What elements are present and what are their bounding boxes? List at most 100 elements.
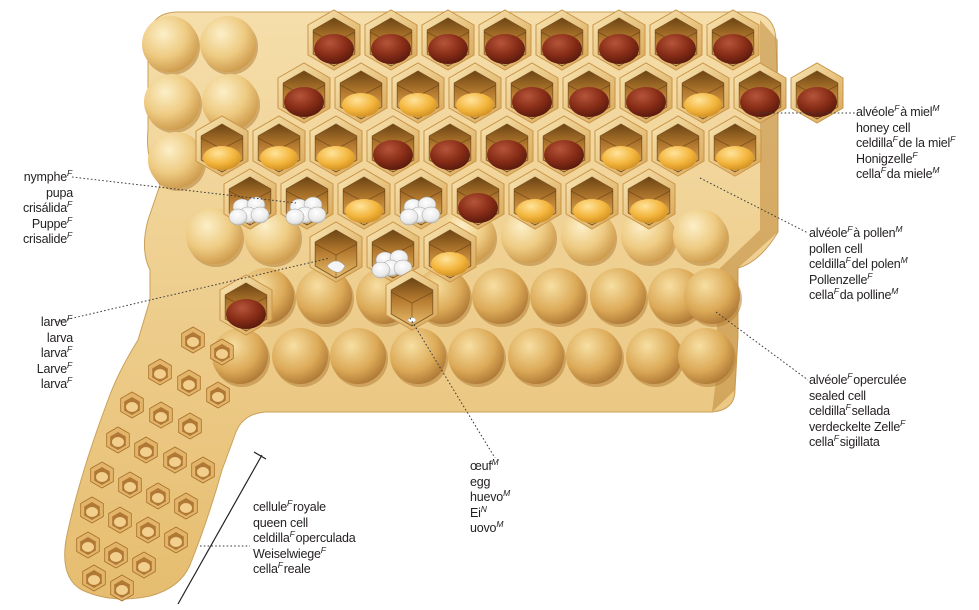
gender-mark: F — [67, 199, 72, 209]
gender-mark: F — [846, 255, 851, 265]
label-term: cella — [809, 435, 834, 449]
honey-fill — [284, 87, 324, 117]
label-pollen-cell: alvéoleFà pollenMpollen cellceldillaFdel… — [809, 226, 908, 304]
gender-mark: F — [847, 224, 852, 234]
gender-mark: F — [893, 134, 898, 144]
honey-fill — [544, 140, 584, 170]
sealed-cell — [472, 268, 528, 324]
honey-fill — [226, 299, 266, 329]
gender-mark: M — [492, 457, 499, 467]
gender-mark: M — [895, 224, 902, 234]
sealed-cell — [142, 16, 198, 72]
label-line: crisálidaF — [23, 201, 73, 217]
label-term: egg — [470, 475, 490, 489]
honey-fill — [485, 34, 525, 64]
label-term: larva — [41, 346, 67, 360]
gender-mark: M — [932, 165, 939, 175]
pollen-fill — [716, 146, 754, 170]
pollen-fill — [573, 199, 611, 223]
gender-mark: F — [834, 286, 839, 296]
gender-mark: F — [67, 344, 72, 354]
honey-fill — [512, 87, 552, 117]
gender-mark: F — [900, 418, 905, 428]
label-line: celdillaFde la mielF — [856, 136, 956, 152]
label-term-rest: del polen — [852, 257, 901, 271]
label-term: pupa — [46, 186, 73, 200]
gender-mark: F — [290, 529, 295, 539]
label-line: alvéoleFà pollenM — [809, 226, 908, 242]
label-line: pupa — [23, 186, 73, 202]
label-term: œuf — [470, 459, 492, 473]
label-line: œufM — [470, 459, 511, 475]
label-term: Puppe — [32, 217, 67, 231]
label-term: Weiselwiege — [253, 547, 321, 561]
pollen-fill — [342, 93, 380, 117]
label-line: EiN — [470, 506, 511, 522]
label-line: uovoM — [470, 521, 511, 537]
pollen-fill — [345, 199, 383, 223]
gender-mark: F — [846, 402, 851, 412]
honey-fill — [713, 34, 753, 64]
sealed-cell — [673, 209, 727, 263]
label-term-rest: à miel — [900, 105, 932, 119]
label-line: PuppeF — [23, 217, 73, 233]
honey-fill — [314, 34, 354, 64]
label-term: larva — [41, 377, 67, 391]
sealed-cell — [272, 328, 328, 384]
honey-fill — [599, 34, 639, 64]
label-line: verdeckelte ZelleF — [809, 420, 906, 436]
sealed-cell — [684, 268, 740, 324]
label-term: celdilla — [809, 257, 846, 271]
label-line: nympheF — [23, 170, 73, 186]
honey-fill — [656, 34, 696, 64]
label-term-rest: da miele — [887, 167, 933, 181]
label-line: cellaFreale — [253, 562, 355, 578]
pollen-fill — [659, 146, 697, 170]
label-line: celdillaFoperculada — [253, 531, 355, 547]
label-line: celdillaFsellada — [809, 404, 906, 420]
label-term: cella — [809, 288, 834, 302]
honey-fill — [569, 87, 609, 117]
gender-mark: F — [67, 230, 72, 240]
label-term-rest: da polline — [840, 288, 892, 302]
gender-mark: F — [881, 165, 886, 175]
gender-mark: F — [847, 371, 852, 381]
label-term-rest: sigillata — [840, 435, 880, 449]
label-line: celluleFroyale — [253, 500, 355, 516]
label-line: pollen cell — [809, 242, 908, 258]
label-line: crisalideF — [23, 232, 73, 248]
pollen-fill — [260, 146, 298, 170]
gender-mark: N — [481, 504, 487, 514]
label-line: HonigzelleF — [856, 152, 956, 168]
label-term: nymphe — [24, 170, 67, 184]
honey-fill — [428, 34, 468, 64]
label-line: larveF — [37, 315, 73, 331]
honey-fill — [458, 193, 498, 223]
label-term: cella — [253, 562, 278, 576]
sealed-cell — [200, 16, 256, 72]
honey-cell — [791, 63, 843, 123]
label-line: queen cell — [253, 516, 355, 532]
label-term: alvéole — [809, 373, 847, 387]
pollen-fill — [456, 93, 494, 117]
label-term: celdilla — [253, 531, 290, 545]
label-line: cellaFsigillata — [809, 435, 906, 451]
sealed-cell — [530, 268, 586, 324]
label-term: crisálida — [23, 201, 67, 215]
gender-mark: M — [496, 519, 503, 529]
honey-fill — [430, 140, 470, 170]
gender-mark: M — [901, 255, 908, 265]
gender-mark: M — [503, 488, 510, 498]
label-line: larvaF — [37, 377, 73, 393]
label-term: Honigzelle — [856, 152, 912, 166]
label-sealed-cell: alvéoleFoperculéesealed cellceldillaFsel… — [809, 373, 906, 451]
gender-mark: F — [894, 103, 899, 113]
sealed-cell — [626, 328, 682, 384]
label-line: cellaFda mieleM — [856, 167, 956, 183]
honey-fill — [373, 140, 413, 170]
label-term: pollen cell — [809, 242, 862, 256]
label-line: alvéoleFoperculée — [809, 373, 906, 389]
label-term: cellule — [253, 500, 287, 514]
